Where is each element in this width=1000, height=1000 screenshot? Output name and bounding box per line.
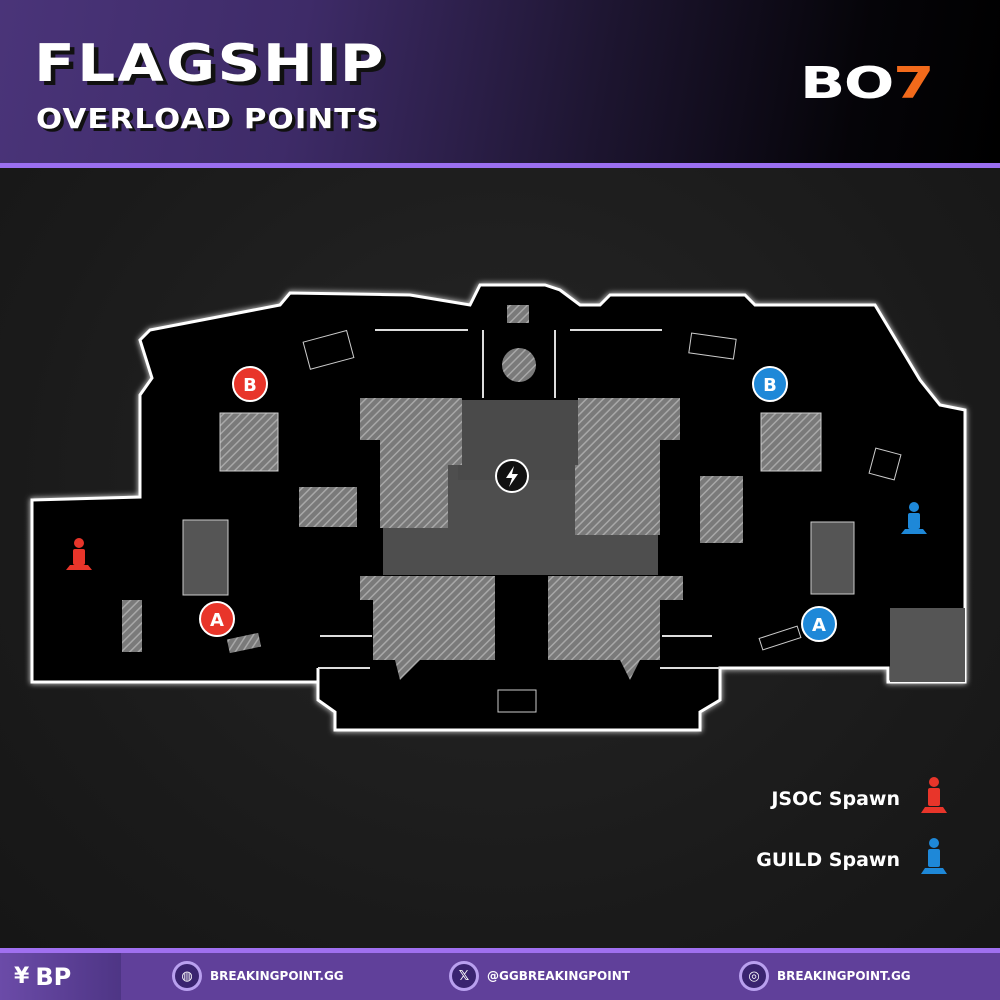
walls	[318, 329, 720, 669]
point-a-guild: A	[801, 606, 837, 642]
map-layout: B A B A	[30, 283, 967, 874]
globe-icon: ◍	[175, 964, 199, 988]
legend-guild-icon	[921, 838, 947, 874]
point-b-guild: B	[752, 366, 788, 402]
point-label: B	[243, 375, 257, 396]
pillar	[502, 348, 536, 382]
overload-bolt-icon	[506, 466, 518, 487]
cover	[890, 608, 965, 682]
website-link[interactable]: ◍ BREAKINGPOINT.GG	[172, 961, 344, 991]
building	[760, 412, 822, 472]
cover	[507, 305, 529, 323]
instagram-link[interactable]: ◎ BREAKINGPOINT.GG	[739, 961, 911, 991]
center-overload-point	[495, 459, 529, 493]
header: FLAGSHIP OVERLOAD POINTS BO7	[0, 0, 1000, 163]
footer: ¥BP ◍BREAKINGPOINT.GG 𝕏@GGBREAKINGPOINT …	[0, 948, 1000, 1000]
point-label: B	[763, 375, 777, 396]
cover	[810, 521, 855, 595]
legend-jsoc: JSOC Spawn	[771, 788, 900, 810]
instagram-icon: ◎	[742, 964, 766, 988]
building	[548, 576, 683, 680]
legend-guild: GUILD Spawn	[756, 849, 900, 871]
crate	[758, 625, 802, 651]
jsoc-spawn-icon	[66, 538, 92, 570]
x-icon: 𝕏	[452, 964, 476, 988]
bo7-logo: BO7	[800, 58, 934, 109]
point-label: A	[210, 610, 224, 631]
crate	[226, 632, 262, 654]
point-label: A	[812, 615, 826, 636]
building	[299, 487, 357, 527]
brand-label: BP	[35, 962, 72, 991]
building	[360, 576, 495, 680]
crate	[868, 447, 902, 481]
guild-spawn-icon	[901, 502, 927, 534]
point-b-jsoc: B	[232, 366, 268, 402]
logo-accent: 7	[893, 58, 934, 109]
building	[360, 398, 462, 528]
link-label: @GGBREAKINGPOINT	[487, 969, 630, 983]
page-title: FLAGSHIP	[34, 34, 386, 94]
crate	[688, 332, 737, 360]
cover	[122, 600, 142, 652]
link-label: BREAKINGPOINT.GG	[210, 969, 344, 983]
crate	[497, 689, 537, 713]
building	[700, 476, 743, 543]
point-a-jsoc: A	[199, 601, 235, 637]
building	[219, 412, 279, 472]
x-link[interactable]: 𝕏 @GGBREAKINGPOINT	[449, 961, 630, 991]
header-divider	[0, 163, 1000, 168]
map-area: B A B A	[0, 168, 1000, 948]
page-subtitle: OVERLOAD POINTS	[36, 102, 380, 135]
cover	[182, 519, 229, 596]
building	[575, 398, 680, 535]
bp-chevron-icon: ¥	[14, 964, 30, 989]
crate	[302, 329, 355, 370]
link-label: BREAKINGPOINT.GG	[777, 969, 911, 983]
legend-jsoc-icon	[921, 777, 947, 813]
bp-logo[interactable]: ¥BP	[0, 953, 121, 1000]
logo-text: BO	[800, 58, 894, 109]
